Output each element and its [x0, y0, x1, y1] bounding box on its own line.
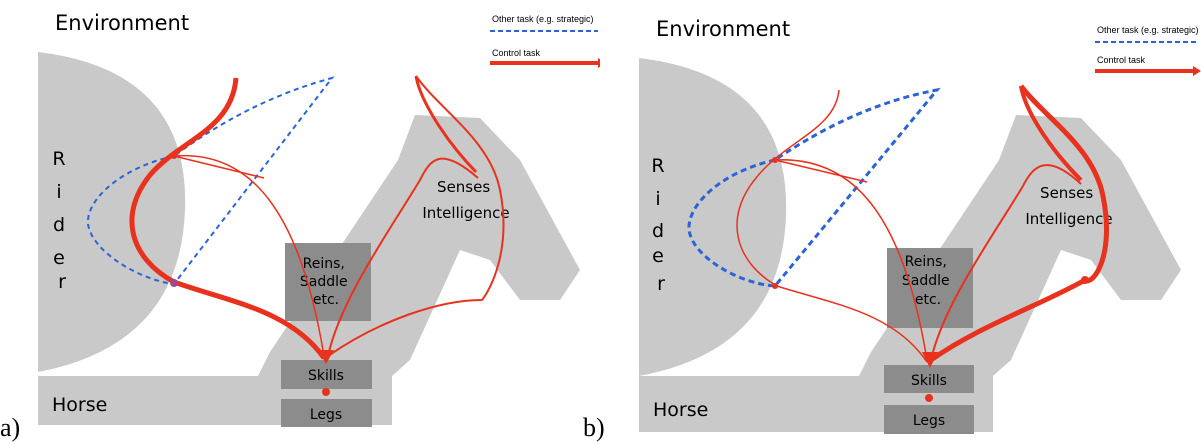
rider-letter-5: r — [657, 273, 665, 295]
rider-down-arc — [174, 156, 264, 178]
legs-label: Legs — [310, 407, 342, 423]
rider-letter-1: R — [52, 148, 65, 170]
legend-control-arrowhead — [1193, 66, 1201, 76]
rider-letter-3: d — [53, 214, 65, 236]
rider-bottom-node — [170, 279, 178, 287]
brain-line-1: Senses — [1040, 184, 1093, 202]
environment-title: Environment — [55, 11, 189, 35]
rider-shape — [38, 52, 185, 372]
brain-line-1: Senses — [437, 178, 490, 196]
legend-control-arrowhead — [598, 58, 600, 68]
skills-legs-node — [322, 388, 330, 396]
rider-shape — [639, 58, 786, 376]
horse-label: Horse — [653, 399, 708, 421]
skills-legs-node — [925, 394, 933, 402]
rider-down-arc — [775, 160, 867, 182]
reins-line-1: Reins, — [303, 256, 345, 272]
horse-node — [1081, 276, 1089, 284]
panel-a-diagram: Reins, Saddle etc. Skills Legs Environme… — [0, 0, 600, 445]
rider-letter-3: d — [652, 220, 664, 242]
panel-b-label: b) — [583, 413, 605, 443]
brain-line-2: Intelligence — [1025, 210, 1112, 228]
rider-top-node — [171, 153, 177, 159]
reins-line-3: etc. — [915, 292, 941, 308]
rider-letter-4: e — [652, 245, 664, 267]
legend-control-label: Control task — [1097, 55, 1146, 65]
rider-letter-2: i — [655, 188, 660, 210]
horse-label: Horse — [52, 394, 107, 416]
legend-other-label: Other task (e.g. strategic) — [492, 14, 594, 24]
reins-line-3: etc. — [313, 292, 339, 308]
reins-line-1: Reins, — [905, 254, 947, 270]
legend-other-label: Other task (e.g. strategic) — [1097, 25, 1199, 35]
legend-control-label: Control task — [492, 48, 541, 58]
skills-label: Skills — [911, 373, 947, 389]
skills-label: Skills — [308, 368, 344, 384]
panel-a-label: a) — [0, 413, 20, 443]
rider-top-node — [772, 157, 778, 163]
rider-letter-5: r — [58, 271, 66, 293]
environment-title: Environment — [656, 17, 790, 41]
rider-letter-4: e — [53, 247, 65, 269]
panel-b-diagram: Reins, Saddle etc. Skills Legs Environme… — [601, 0, 1201, 445]
rider-bottom-node — [772, 283, 778, 289]
rider-letter-2: i — [56, 181, 61, 203]
legs-label: Legs — [913, 413, 945, 429]
rider-letter-1: R — [651, 155, 664, 177]
brain-line-2: Intelligence — [422, 204, 509, 222]
